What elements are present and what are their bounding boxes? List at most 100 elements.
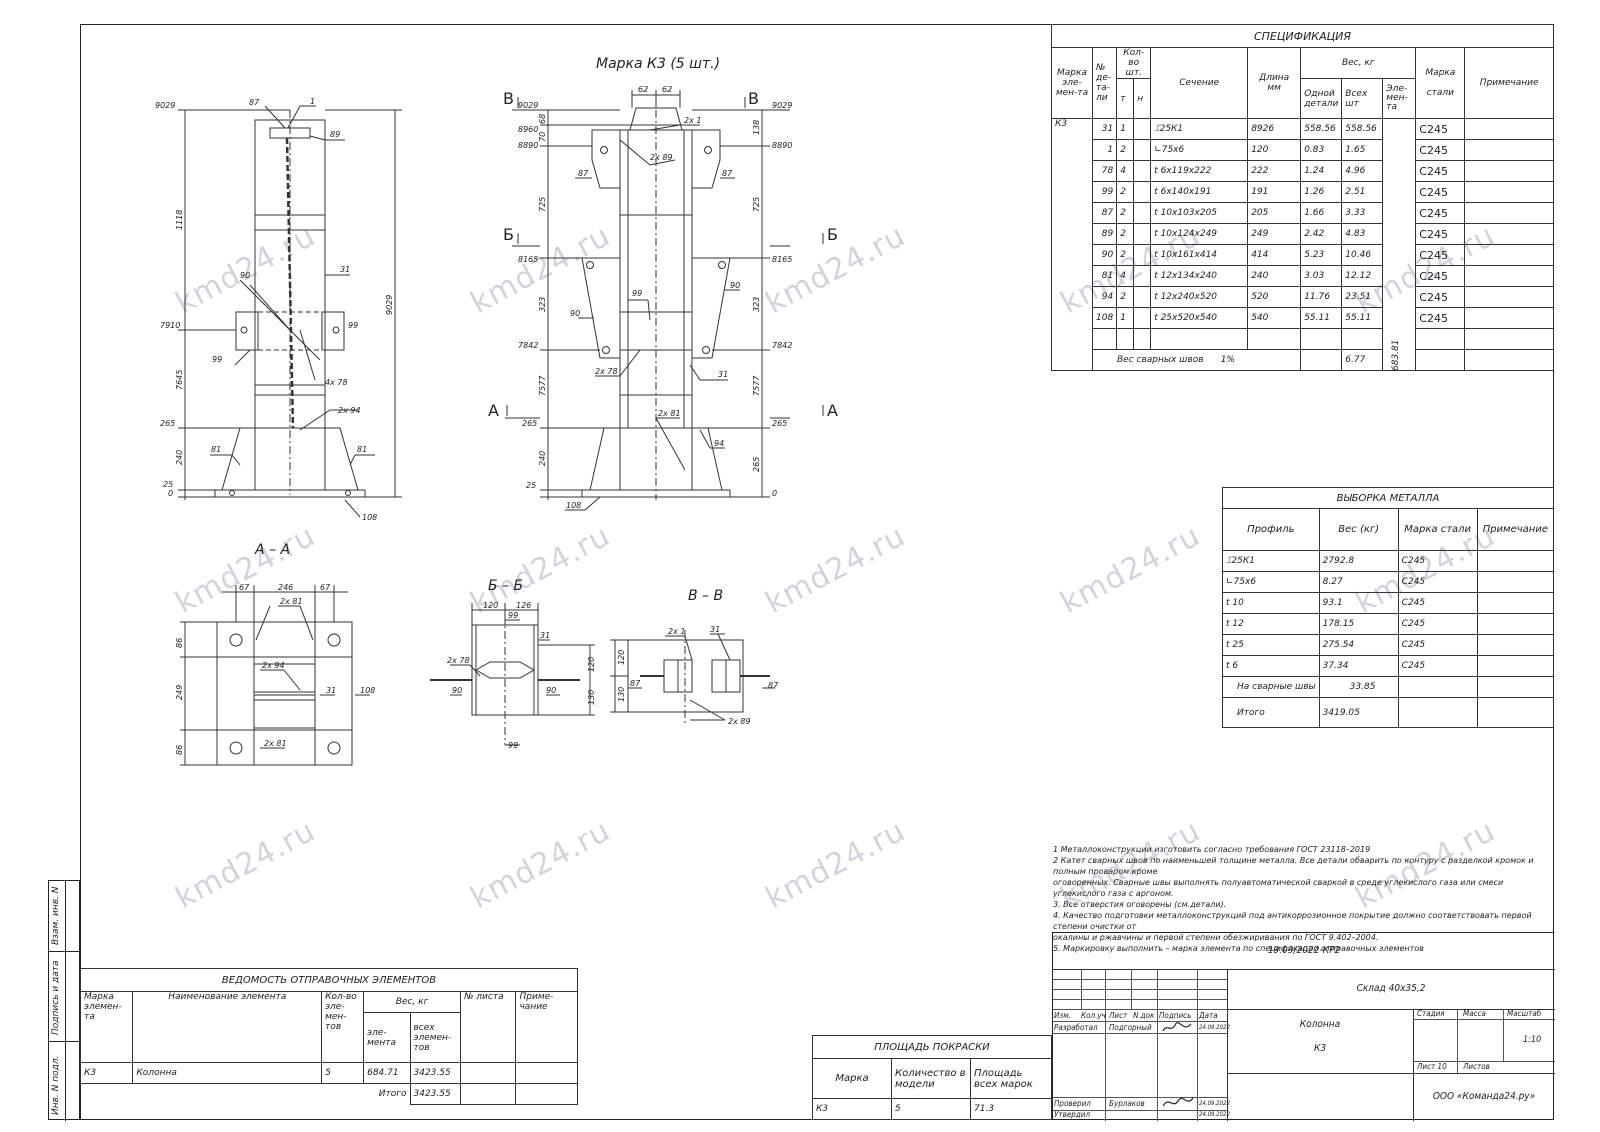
elev-25-mid: 25 [526,481,536,490]
spec-len: 222 [1247,160,1302,182]
stamp-date-1: 24.09.2022 [1199,1024,1230,1031]
dim-62-b: 62 [662,85,672,94]
ship-h-all: всех элемен-тов [409,1012,462,1063]
stamp-h-stadiya: Стадия [1417,1009,1445,1018]
elev-265-left: 265 [160,419,175,428]
pos-90-l: 90 [570,309,580,318]
stamp-date-2: 24.09.2022 [1199,1100,1230,1107]
spec-sec: t 10х103х205 [1150,202,1249,224]
spec-steel: С245 [1415,286,1466,308]
elev-7842: 7842 [518,341,538,350]
ship-h-qty: Кол-во эле-мен-тов [321,991,365,1063]
note-line: 4. Качество подготовки металлоконструкци… [1053,911,1532,931]
cut-label-v-left: В [503,89,514,108]
paint-h-qty: Количество в модели [891,1058,971,1099]
spec-sec: ⌶25К1 [1150,118,1249,140]
bb-99b: 99 [508,741,518,750]
stamp-date-3: 24.09.2022 [1199,1111,1230,1118]
spec-qty: 2 [1116,139,1135,161]
spec-elem-total: 683.81 [1382,118,1417,371]
spec-len: 249 [1247,223,1302,245]
spec-steel: С245 [1415,307,1466,329]
spec-steel: С245 [1415,223,1466,245]
note-line: 3. Все отверстия оговорены (см.детали). [1053,900,1227,909]
elev-265-mid: 265 [522,419,537,428]
metal-steel: С245 [1397,592,1478,614]
cut-label-b-left: Б [503,225,514,244]
pos-31-mid: 31 [718,370,728,379]
spec-mark: К3 [1051,118,1093,371]
pos-2x1: 2x 1 [684,116,701,125]
spec-one: 558.56 [1300,118,1343,140]
dim-240: 240 [175,450,184,465]
bb-2x78: 2x 78 [447,656,470,665]
metal-h-steel: Марка стали [1397,508,1478,551]
pos-108-mid: 108 [566,501,581,510]
dim-265-right: 265 [752,457,761,472]
elev-0-left: 0 [168,489,173,498]
pos-31: 31 [340,265,350,274]
stamp-h-izm: Изм. [1054,1011,1071,1020]
bb-99: 99 [508,611,518,620]
spec-qty: 2 [1116,181,1135,203]
ship-mark: К3 [79,1062,134,1084]
aa-108: 108 [360,686,375,695]
spec-steel: С245 [1415,244,1466,266]
section-bb-title: Б – Б [488,578,523,594]
metal-total-label: Итого [1222,697,1320,728]
spec-sec: t 25х520х540 [1150,307,1249,329]
pos-90: 90 [240,271,250,280]
spec-one: 1.26 [1300,181,1343,203]
spec-steel: С245 [1415,181,1466,203]
spec-no: 94 [1091,286,1118,308]
stamp-org: ООО «Команда24.ру» [1432,1091,1536,1102]
spec-all: 10.46 [1341,244,1384,266]
dim-70: 70 [538,132,547,142]
vv-31: 31 [710,625,720,634]
cut-label-v-right: В [748,89,759,108]
pos-2x81: 2x 81 [658,409,681,418]
pos-2x78: 2x 78 [595,367,618,376]
paint-qty: 5 [891,1098,971,1120]
pos-90-r: 90 [730,281,740,290]
spec-weld-val: 6.77 [1341,349,1384,371]
spec-qty: 1 [1116,307,1135,329]
metal-weld-val: 33.85 [1318,676,1399,698]
metal-steel: С245 [1397,550,1478,572]
note-line: 1 Металлоконструкции изготовить согласно… [1053,845,1371,854]
spec-h-note: Примечание [1464,47,1554,119]
shipping-title: ВЕДОМОСТЬ ОТПРАВОЧНЫХ ЭЛЕМЕНТОВ [80,968,578,992]
ship-name: Колонна [132,1062,323,1084]
metal-profile: ∟75х6 [1222,571,1320,593]
signature-icon [1162,1022,1192,1032]
spec-no: 78 [1091,160,1118,182]
dim-323: 323 [538,297,547,312]
spec-title: СПЕЦИФИКАЦИЯ [1051,24,1554,48]
notes: 1 Металлоконструкции изготовить согласно… [1053,844,1548,954]
elev-25-left: 25 [163,480,173,489]
metal-steel: С245 [1397,634,1478,656]
spec-one: 55.11 [1300,307,1343,329]
pos-89: 89 [330,130,340,139]
spec-one: 1.66 [1300,202,1343,224]
paint-table: ПЛОЩАДЬ ПОКРАСКИ Марка Количество в моде… [812,1035,1052,1120]
stamp-object: Склад 40х35,2 [1227,969,1555,1010]
bb-90-r: 90 [546,686,556,695]
pos-4x78: 4x 78 [325,378,348,387]
cut-label-a-left: А [488,401,499,420]
dim-323-right: 323 [752,297,761,312]
spec-no: 31 [1091,118,1118,140]
drawing-frame [80,24,1554,1120]
elev-7842-right: 7842 [772,341,792,350]
dim-240-mid: 240 [538,451,547,466]
ship-h-note: Приме-чание [515,991,578,1063]
spec-steel: С245 [1415,118,1466,140]
metal-profile: ⌶25К1 [1222,550,1320,572]
spec-qty: 1 [1116,118,1135,140]
dim-725: 725 [538,197,547,212]
dim-246: 246 [278,583,293,592]
